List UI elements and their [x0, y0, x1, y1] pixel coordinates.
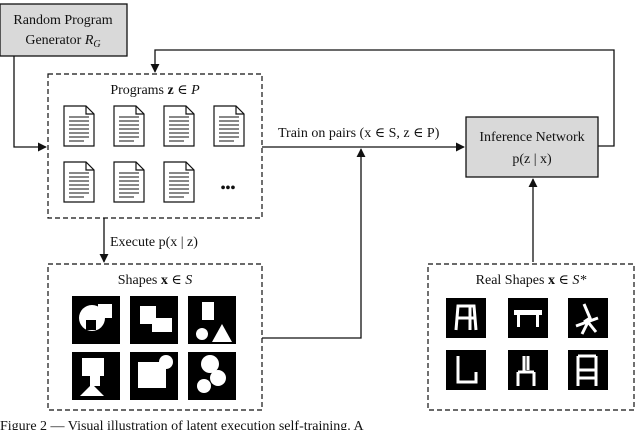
figure-caption: Figure 2 — Visual illustration of latent…	[0, 419, 365, 430]
real-shape-tile	[568, 350, 608, 390]
programs-node: Programs z ∈ P •••	[47, 73, 263, 219]
real-shapes-title: Real Shapes x ∈ S*	[476, 273, 587, 288]
real-shapes-node: Real Shapes x ∈ S*	[427, 263, 635, 411]
edge-generator-to-programs	[13, 56, 47, 152]
real-shape-tile	[446, 350, 486, 390]
real-shape-tile	[508, 298, 548, 338]
shapes-title: Shapes x ∈ S	[118, 273, 193, 288]
inference-line1: Inference Network	[479, 130, 584, 145]
real-shape-tile	[508, 350, 548, 390]
real-shape-tile	[446, 298, 486, 338]
train-label: Train on pairs (x ∈ S, z ∈ P)	[278, 126, 440, 141]
shape-tile	[130, 296, 178, 344]
program-doc-icon	[213, 105, 245, 147]
generator-line1: Random Program	[13, 13, 112, 28]
edge-shapes-to-train	[262, 148, 366, 339]
program-doc-icon	[63, 161, 95, 203]
shape-tile	[188, 296, 236, 344]
programs-title: Programs z ∈ P	[110, 83, 200, 98]
program-doc-icon	[113, 105, 145, 147]
edge-inference-to-programs	[150, 49, 615, 147]
program-doc-icon	[63, 105, 95, 147]
shape-tile	[72, 296, 120, 344]
inference-line2: p(z | x)	[512, 152, 552, 167]
shape-tile	[130, 352, 178, 400]
edges	[13, 49, 615, 339]
execute-label: Execute p(x | z)	[110, 235, 198, 250]
program-doc-icon	[113, 161, 145, 203]
real-shape-tile	[568, 298, 608, 338]
program-doc-icon	[163, 161, 195, 203]
shape-tile	[72, 352, 120, 400]
generator-line2: Generator RG	[25, 33, 100, 50]
program-doc-icon	[163, 105, 195, 147]
inference-network-node: Inference Network p(z | x)	[465, 116, 599, 178]
generator-node: Random Program Generator RG	[0, 3, 128, 57]
programs-ellipsis: •••	[221, 181, 236, 196]
shape-tile	[188, 352, 236, 400]
shapes-node: Shapes x ∈ S	[47, 263, 263, 411]
